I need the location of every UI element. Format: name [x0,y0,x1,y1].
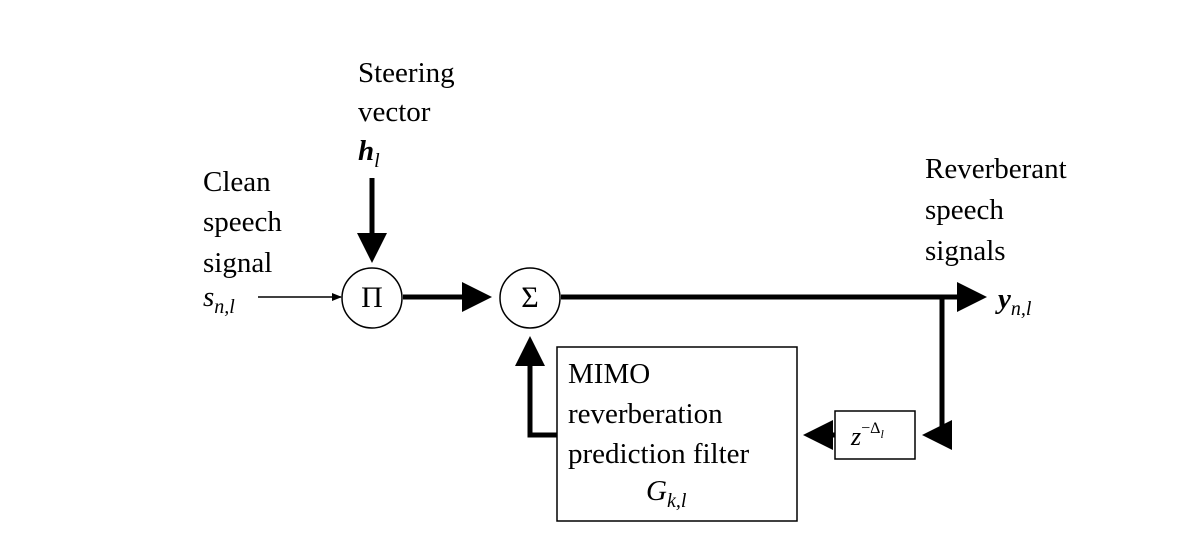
product-node-circle [341,267,403,329]
delay-base: z [851,422,862,451]
reverberant-symbol-subscript: n,l [1010,298,1032,320]
steering-label-line1: Steering [358,57,455,89]
filter-to-sum-path [527,345,557,438]
filter-symbol-base: G [646,475,667,507]
clean-label-line1: Clean [203,166,271,198]
clean-label-line2: speech [203,206,282,238]
delay-label: z−Δl [851,420,884,458]
delay-exponent-subscript: l [880,427,884,441]
clean-symbol: sn,l [203,280,235,318]
clean-symbol-base: s [203,281,215,313]
steering-symbol-base: h [358,135,375,167]
filter-label-line2: reverberation [568,398,723,430]
reverberant-label-line1: Reverberant [925,153,1067,185]
delay-exponent: −Δ [861,420,881,437]
filter-label-line1: MIMO [568,358,651,390]
reverberant-label-line2: speech [925,194,1004,226]
sum-node-circle [499,267,561,329]
clean-symbol-subscript: n,l [214,296,235,318]
product-node-symbol: Π [361,281,383,314]
feedback-tap [930,297,945,438]
sum-node-symbol: Σ [521,281,539,314]
filter-label-line3: prediction filter [568,438,750,470]
filter-box [556,346,798,522]
reverberant-label-line3: signals [925,235,1006,267]
steering-symbol: hl [358,134,380,172]
reverberant-symbol-base: y [998,283,1011,315]
steering-label-line2: vector [358,96,431,128]
steering-symbol-subscript: l [374,150,380,172]
reverberant-symbol: yn,l [998,282,1032,320]
filter-symbol-subscript: k,l [666,490,687,512]
delay-box [834,410,916,460]
clean-label-line3: signal [203,247,273,279]
filter-symbol: Gk,l [646,474,687,512]
